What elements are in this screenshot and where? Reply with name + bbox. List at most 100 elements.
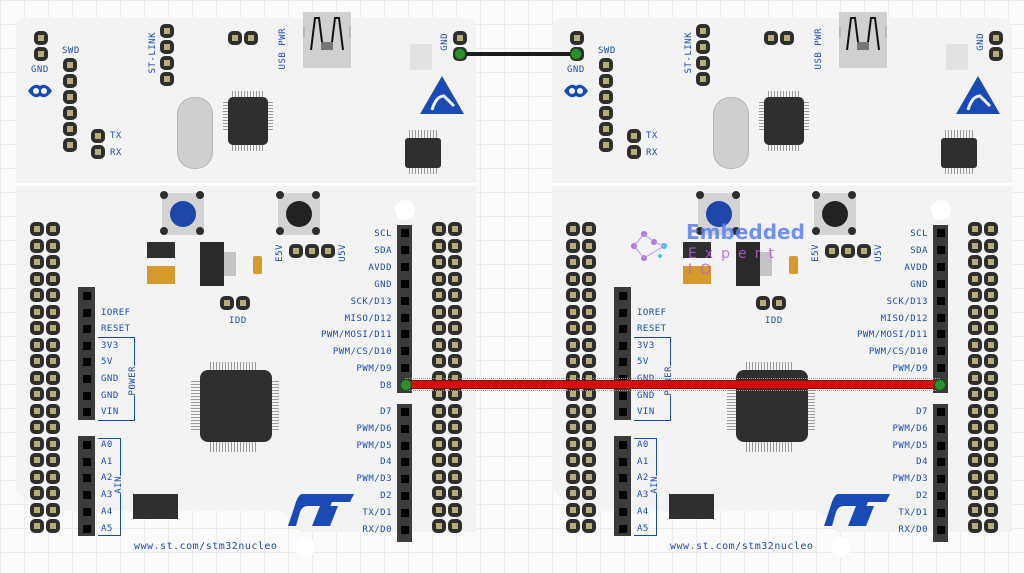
jumper-pin[interactable]	[764, 31, 778, 45]
morpho-pin[interactable]	[30, 238, 44, 253]
header-hole[interactable]	[401, 296, 409, 305]
morpho-pin[interactable]	[582, 255, 596, 269]
idd-pin[interactable]	[220, 296, 234, 310]
morpho-pin[interactable]	[432, 255, 446, 269]
power-select-pin[interactable]	[289, 244, 303, 258]
morpho-pin[interactable]	[984, 288, 998, 302]
morpho-pin[interactable]	[30, 420, 44, 434]
swd-pin[interactable]	[63, 74, 77, 88]
morpho-pin[interactable]	[582, 271, 596, 286]
morpho-pin[interactable]	[968, 238, 982, 253]
morpho-pin[interactable]	[984, 321, 998, 335]
swd-pin[interactable]	[599, 74, 613, 88]
header-hole[interactable]	[401, 492, 409, 500]
header-hole[interactable]	[937, 508, 945, 517]
morpho-pin[interactable]	[46, 403, 60, 418]
header-hole[interactable]	[83, 341, 91, 350]
morpho-pin[interactable]	[566, 288, 580, 302]
morpho-pin[interactable]	[968, 354, 982, 368]
morpho-pin[interactable]	[46, 370, 60, 385]
gnd-pin[interactable]	[34, 47, 48, 61]
power-select-pin[interactable]	[321, 244, 335, 258]
morpho-pin[interactable]	[448, 304, 462, 319]
morpho-pin[interactable]	[968, 222, 982, 236]
morpho-pin[interactable]	[566, 420, 580, 434]
morpho-pin[interactable]	[582, 420, 596, 434]
morpho-pin[interactable]	[984, 469, 998, 484]
gnd-pin[interactable]	[453, 31, 467, 45]
morpho-pin[interactable]	[984, 453, 998, 467]
swd-pin[interactable]	[63, 138, 77, 152]
morpho-pin[interactable]	[46, 486, 60, 500]
header-hole[interactable]	[619, 341, 627, 350]
d8-wire[interactable]	[405, 380, 940, 389]
morpho-pin[interactable]	[448, 271, 462, 286]
morpho-pin[interactable]	[968, 304, 982, 319]
morpho-pin[interactable]	[46, 519, 60, 533]
morpho-pin[interactable]	[432, 271, 446, 286]
morpho-pin[interactable]	[448, 486, 462, 500]
header-hole[interactable]	[401, 229, 409, 237]
header-hole[interactable]	[619, 474, 627, 483]
morpho-pin[interactable]	[46, 288, 60, 302]
idd-pin[interactable]	[756, 296, 770, 310]
header-hole[interactable]	[401, 330, 409, 339]
morpho-pin[interactable]	[448, 354, 462, 368]
user-button-cap[interactable]	[170, 201, 196, 227]
morpho-pin[interactable]	[46, 255, 60, 269]
morpho-pin[interactable]	[30, 255, 44, 269]
morpho-pin[interactable]	[566, 436, 580, 451]
morpho-pin[interactable]	[432, 354, 446, 368]
header-hole[interactable]	[619, 375, 627, 383]
morpho-pin[interactable]	[46, 436, 60, 451]
morpho-pin[interactable]	[46, 354, 60, 368]
morpho-pin[interactable]	[984, 420, 998, 434]
header-hole[interactable]	[937, 229, 945, 237]
header-hole[interactable]	[937, 347, 945, 356]
user-button-cap[interactable]	[706, 201, 732, 227]
morpho-pin[interactable]	[566, 222, 580, 236]
morpho-pin[interactable]	[582, 502, 596, 517]
morpho-pin[interactable]	[30, 370, 44, 385]
header-hole[interactable]	[619, 308, 627, 317]
morpho-pin[interactable]	[968, 486, 982, 500]
morpho-pin[interactable]	[984, 519, 998, 533]
morpho-pin[interactable]	[448, 436, 462, 451]
morpho-pin[interactable]	[566, 453, 580, 467]
header-hole[interactable]	[401, 408, 409, 416]
morpho-pin[interactable]	[566, 354, 580, 368]
header-hole[interactable]	[83, 524, 91, 533]
wire-endpoint[interactable]	[570, 48, 582, 60]
morpho-pin[interactable]	[582, 469, 596, 484]
swd-pin[interactable]	[599, 58, 613, 72]
morpho-pin[interactable]	[432, 519, 446, 533]
morpho-pin[interactable]	[566, 238, 580, 253]
swd-pin[interactable]	[63, 122, 77, 136]
morpho-pin[interactable]	[432, 337, 446, 352]
morpho-pin[interactable]	[30, 337, 44, 352]
morpho-pin[interactable]	[30, 271, 44, 286]
usb-mini-connector[interactable]	[833, 12, 893, 68]
morpho-pin[interactable]	[30, 354, 44, 368]
morpho-pin[interactable]	[46, 337, 60, 352]
morpho-pin[interactable]	[448, 403, 462, 418]
gnd-pin[interactable]	[34, 31, 48, 45]
header-hole[interactable]	[937, 245, 945, 254]
morpho-pin[interactable]	[46, 502, 60, 517]
morpho-pin[interactable]	[566, 403, 580, 418]
morpho-pin[interactable]	[448, 222, 462, 236]
swd-pin[interactable]	[599, 90, 613, 104]
header-hole[interactable]	[937, 330, 945, 339]
morpho-pin[interactable]	[448, 337, 462, 352]
header-hole[interactable]	[937, 279, 945, 288]
header-hole[interactable]	[83, 408, 91, 417]
morpho-pin[interactable]	[448, 255, 462, 269]
st-link-pin[interactable]	[696, 56, 710, 70]
morpho-pin[interactable]	[30, 304, 44, 319]
rx-pin[interactable]	[627, 145, 641, 159]
morpho-pin[interactable]	[432, 420, 446, 434]
st-link-pin[interactable]	[696, 24, 710, 38]
jumper-pin[interactable]	[244, 31, 258, 45]
tx-pin[interactable]	[91, 129, 105, 143]
power-select-pin[interactable]	[825, 244, 839, 258]
